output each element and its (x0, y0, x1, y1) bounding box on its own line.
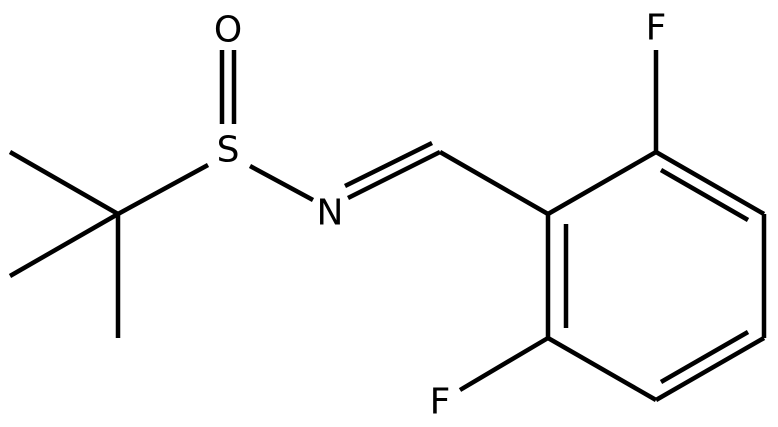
ring-bond-2-inner (659, 168, 750, 222)
bond-c-s (116, 163, 210, 216)
sulfinyl-group (219, 50, 315, 202)
ring-bond-1 (546, 150, 658, 216)
benzene-ring (545, 150, 767, 402)
nitrogen-atom-label: N (317, 193, 344, 234)
ring-bond-2 (654, 150, 766, 216)
ring-bond-4-inner (659, 330, 750, 384)
sulfur-atom-label: S (217, 130, 240, 171)
bond-methyl-bottom-left (8, 212, 120, 278)
fluorine-top-atom-label: F (646, 8, 667, 49)
imine-group (344, 140, 550, 216)
tert-butyl-group (8, 150, 210, 338)
bond-n-c-2 (344, 140, 433, 189)
bond-c-ring (438, 150, 550, 216)
ring-bond-5 (546, 336, 658, 402)
ring-bond-4 (654, 336, 766, 402)
fluorine-bottom-atom-label: F (430, 382, 451, 423)
bond-c-f-bottom (458, 336, 550, 392)
oxygen-atom-label: O (214, 10, 242, 51)
bond-s-n (248, 164, 315, 202)
bond-methyl-top-left (8, 150, 120, 216)
bond-n-c-1 (346, 149, 442, 201)
